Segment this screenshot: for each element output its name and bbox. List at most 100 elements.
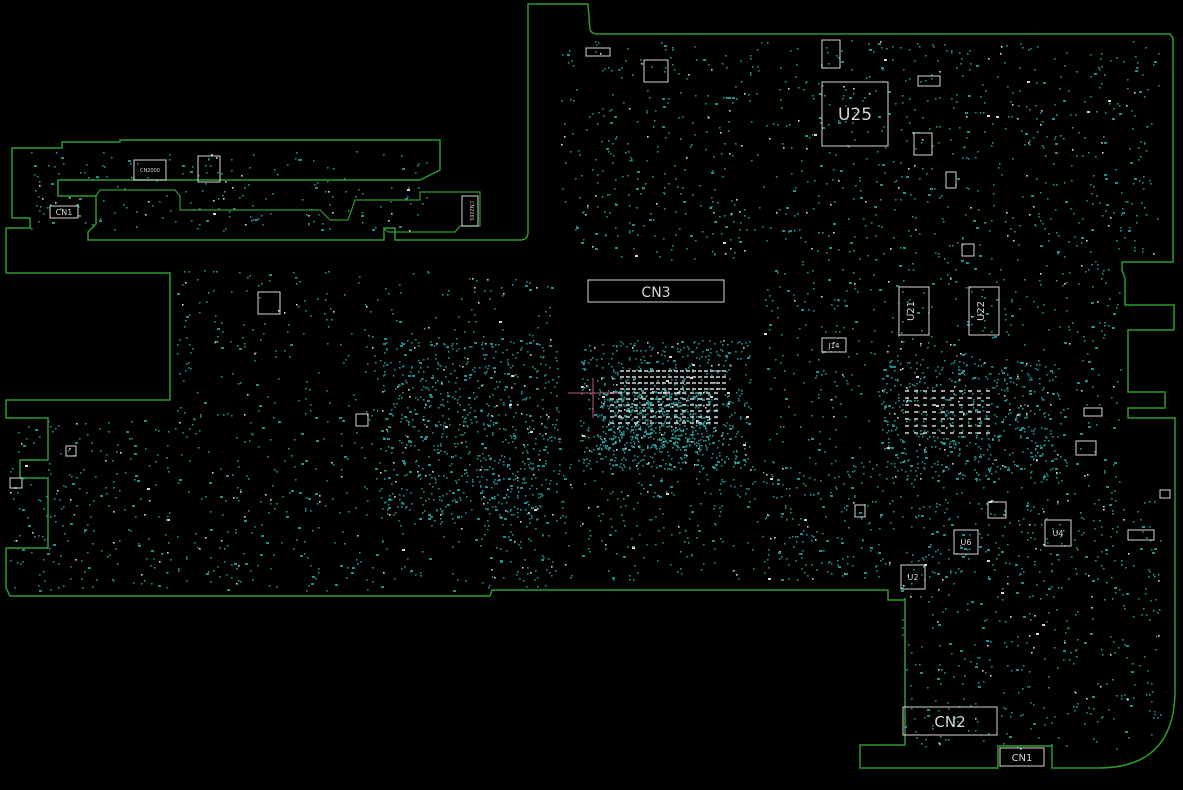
pad	[434, 449, 436, 451]
pad	[702, 351, 704, 353]
pad	[281, 542, 283, 544]
pad	[486, 354, 488, 356]
pad	[250, 422, 252, 424]
pad	[688, 348, 690, 350]
pad	[693, 342, 695, 344]
pad	[762, 536, 764, 538]
pad	[1064, 459, 1066, 461]
pad	[647, 413, 649, 415]
pad	[581, 434, 583, 436]
pad	[613, 431, 615, 433]
pad	[1013, 240, 1015, 242]
pad	[522, 399, 524, 401]
pad	[1151, 123, 1153, 125]
pad	[520, 340, 523, 342]
pad	[906, 552, 908, 554]
pad	[693, 427, 695, 429]
pad	[1154, 61, 1157, 63]
pad	[616, 346, 618, 348]
pad	[612, 162, 614, 164]
pad	[621, 467, 623, 469]
pad	[1056, 554, 1059, 556]
pad	[1041, 524, 1043, 526]
pad	[813, 282, 815, 284]
pad	[906, 400, 908, 402]
pad	[741, 390, 743, 392]
pad	[728, 130, 730, 132]
pad	[448, 418, 450, 420]
pad	[855, 321, 858, 323]
pad	[954, 415, 956, 417]
pad	[956, 67, 958, 69]
pad	[440, 508, 442, 510]
pad	[113, 580, 115, 582]
pad	[1019, 225, 1021, 227]
pad	[674, 431, 676, 433]
pad	[897, 434, 899, 436]
pad	[854, 288, 856, 290]
pad	[491, 497, 494, 499]
pad	[694, 398, 696, 400]
pad	[997, 596, 999, 598]
pad	[907, 389, 909, 391]
pad	[728, 401, 731, 403]
pad	[328, 326, 330, 328]
pad	[1054, 458, 1056, 460]
pad	[513, 514, 515, 516]
pad	[812, 134, 814, 136]
pad	[590, 350, 592, 352]
pad	[801, 170, 803, 172]
pad	[665, 49, 667, 51]
pad	[912, 554, 914, 556]
pad	[900, 496, 902, 498]
pad	[588, 463, 590, 465]
pad	[967, 321, 969, 323]
pad	[828, 63, 830, 65]
pad	[714, 382, 716, 384]
pad	[599, 394, 601, 396]
pad	[112, 579, 114, 581]
pad	[213, 290, 215, 292]
pad	[709, 435, 711, 437]
pad	[583, 364, 585, 366]
pad	[457, 489, 460, 491]
pad	[1078, 222, 1080, 224]
pad	[527, 351, 529, 353]
pad	[1134, 178, 1137, 180]
pad	[996, 385, 998, 387]
pad	[625, 459, 627, 461]
pad	[967, 397, 969, 399]
pad	[706, 373, 708, 375]
pad	[828, 259, 830, 261]
pad	[838, 249, 840, 251]
pad	[925, 80, 927, 82]
pad	[705, 356, 707, 358]
pad	[400, 421, 402, 423]
pad	[356, 151, 358, 153]
pad	[904, 448, 906, 450]
pad	[189, 460, 191, 462]
pad	[604, 68, 606, 70]
pad	[422, 440, 424, 442]
pad	[996, 281, 998, 283]
pad	[741, 145, 743, 147]
pad	[638, 441, 640, 443]
pad	[408, 424, 410, 426]
pad	[840, 170, 843, 172]
pad	[507, 489, 509, 491]
pad	[950, 399, 952, 401]
pad	[726, 67, 728, 69]
pad	[299, 281, 301, 283]
pad	[673, 429, 675, 431]
pad	[945, 415, 947, 417]
pad	[1144, 142, 1146, 144]
pad	[615, 138, 617, 140]
pad	[788, 88, 790, 90]
pad	[825, 331, 827, 333]
pad	[698, 443, 700, 445]
pad	[935, 370, 937, 372]
pad	[953, 443, 955, 445]
pad	[459, 365, 461, 367]
pad	[866, 77, 868, 79]
